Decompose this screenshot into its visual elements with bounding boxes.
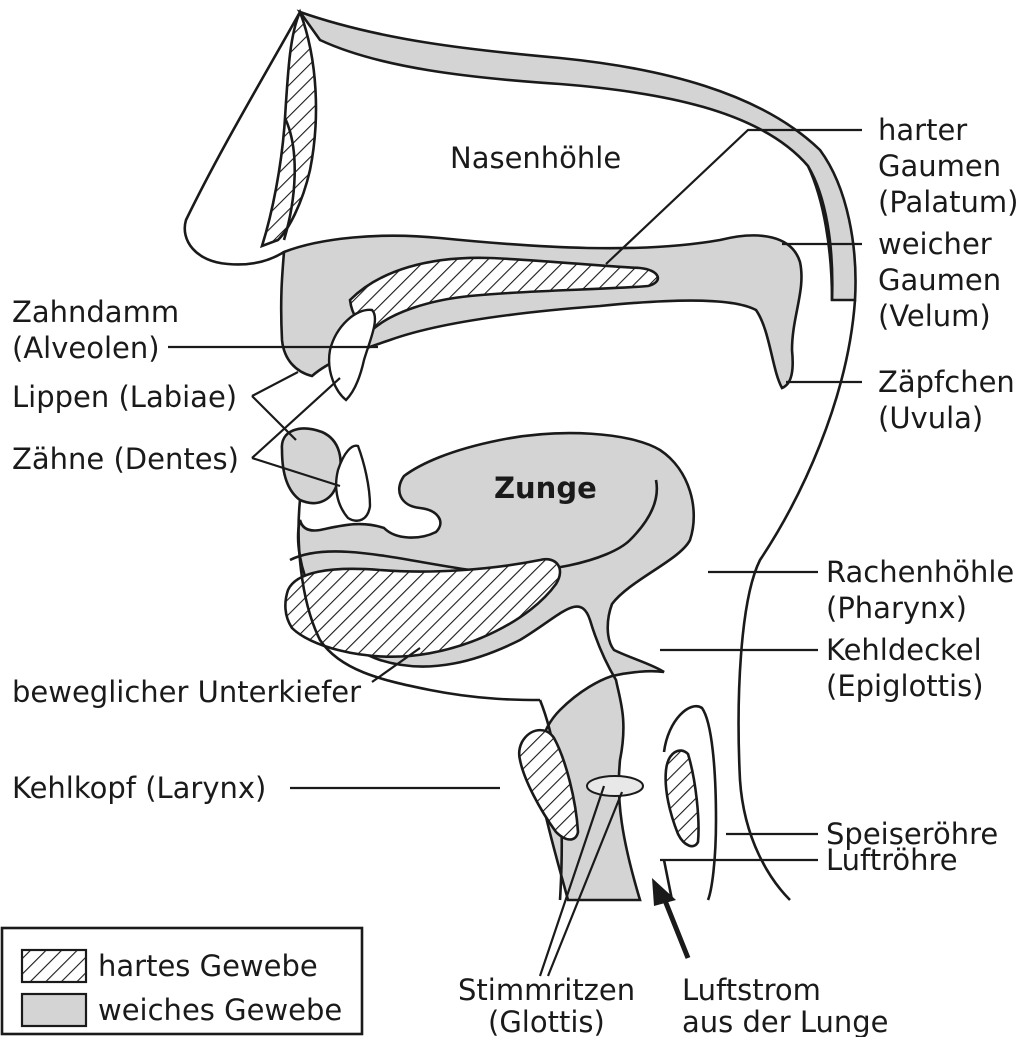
label-pharynx-line2: (Pharynx) (826, 591, 967, 625)
label-tongue: Zunge (494, 471, 597, 505)
label-soft-palate-line2: Gaumen (878, 263, 1001, 297)
label-uvula-line2: (Uvula) (878, 401, 983, 435)
legend-label-hard: hartes Gewebe (98, 949, 318, 983)
lower-lip (282, 429, 341, 503)
label-soft-palate-line3: (Velum) (878, 299, 991, 333)
label-trachea: Luftröhre (826, 843, 958, 877)
label-pharynx-line1: Rachenhöhle (826, 555, 1014, 589)
label-hard-palate-line3: (Palatum) (878, 185, 1018, 219)
legend-swatch-hard (22, 950, 86, 982)
label-alveolar-ridge-line2: (Alveolen) (12, 331, 160, 365)
label-nasal-cavity: Nasenhöhle (450, 141, 621, 175)
glottis-cords (587, 776, 643, 796)
label-airflow-line2: aus der Lunge (682, 1005, 889, 1037)
trachea-cartilage (666, 751, 699, 847)
label-uvula-line1: Zäpfchen (878, 365, 1015, 399)
label-glottis-line2: (Glottis) (488, 1005, 605, 1037)
label-lips: Lippen (Labiae) (12, 380, 237, 414)
label-soft-palate-line1: weicher (878, 227, 992, 261)
label-glottis-line1: Stimmritzen (458, 973, 635, 1007)
airflow-arrow-line (664, 898, 688, 958)
label-lower-jaw: beweglicher Unterkiefer (12, 675, 361, 709)
legend-swatch-soft (22, 994, 86, 1026)
label-larynx: Kehlkopf (Larynx) (12, 771, 266, 805)
lower-jaw-bone (285, 559, 560, 656)
leader-lips (252, 372, 298, 440)
label-hard-palate-line1: harter (878, 113, 967, 147)
label-epiglottis-line1: Kehldeckel (826, 633, 982, 667)
label-epiglottis-line2: (Epiglottis) (826, 669, 984, 703)
legend-label-soft: weiches Gewebe (98, 993, 342, 1027)
label-alveolar-ridge-line1: Zahndamm (12, 295, 179, 329)
label-hard-palate-line2: Gaumen (878, 149, 1001, 183)
airflow-arrow-head (652, 878, 676, 906)
label-airflow-line1: Luftstrom (682, 973, 821, 1007)
label-teeth: Zähne (Dentes) (12, 442, 239, 476)
legend: hartes Gewebe weiches Gewebe (2, 928, 362, 1034)
